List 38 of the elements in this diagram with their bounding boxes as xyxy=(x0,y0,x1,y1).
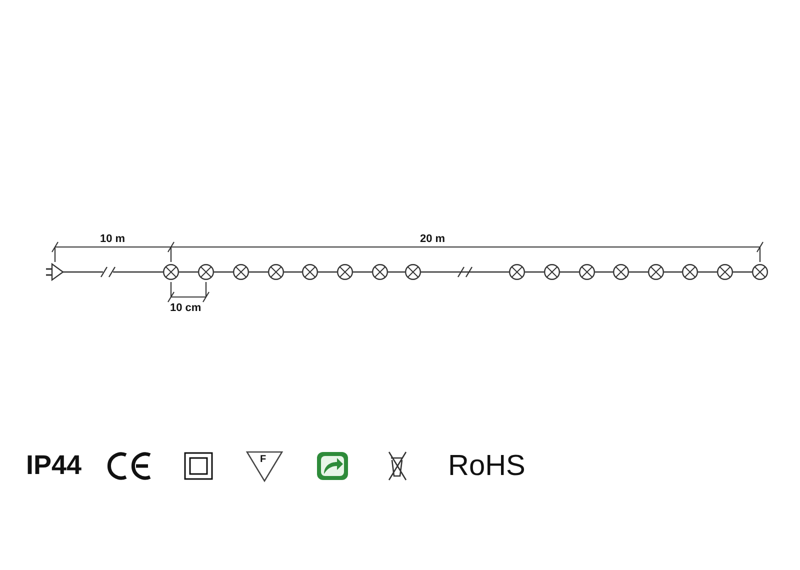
lamp-symbol xyxy=(717,264,733,280)
lamp-symbol xyxy=(233,264,249,280)
wire-line xyxy=(525,271,544,273)
wire-line xyxy=(560,271,579,273)
certification-label: RoHS xyxy=(448,452,526,481)
wire-line xyxy=(595,271,613,273)
wire-line xyxy=(353,271,372,273)
lamp-symbol xyxy=(372,264,388,280)
lamp-symbol xyxy=(405,264,421,280)
lamp-symbol xyxy=(302,264,318,280)
lamp-symbol xyxy=(579,264,595,280)
wire-line xyxy=(214,271,233,273)
dimension-label: 20 m xyxy=(420,234,446,245)
wire-line xyxy=(284,271,302,273)
lamp-symbol xyxy=(648,264,664,280)
lamp-symbol xyxy=(268,264,284,280)
wire-line xyxy=(733,271,752,273)
lamp-symbol xyxy=(337,264,353,280)
wire-line xyxy=(249,271,268,273)
lamp-symbol xyxy=(682,264,698,280)
dimension-label: 10 m xyxy=(100,234,126,245)
wire-line xyxy=(664,271,682,273)
dimension-label: 10 cm xyxy=(170,303,202,314)
lamp-symbol xyxy=(509,264,525,280)
wire-line xyxy=(179,271,198,273)
lamp-symbol xyxy=(198,264,214,280)
wire-line xyxy=(698,271,717,273)
lamp-symbol xyxy=(163,264,179,280)
wire-line xyxy=(421,271,509,273)
wire-line xyxy=(63,266,163,278)
symbol-letter: F xyxy=(260,455,266,465)
lamp-symbol xyxy=(613,264,629,280)
plug-icon xyxy=(45,262,64,282)
lamp-symbol xyxy=(544,264,560,280)
lamp-symbol xyxy=(752,264,768,280)
rating-label: IP44 xyxy=(26,452,82,479)
wire-line xyxy=(318,271,337,273)
wire-line xyxy=(629,271,648,273)
